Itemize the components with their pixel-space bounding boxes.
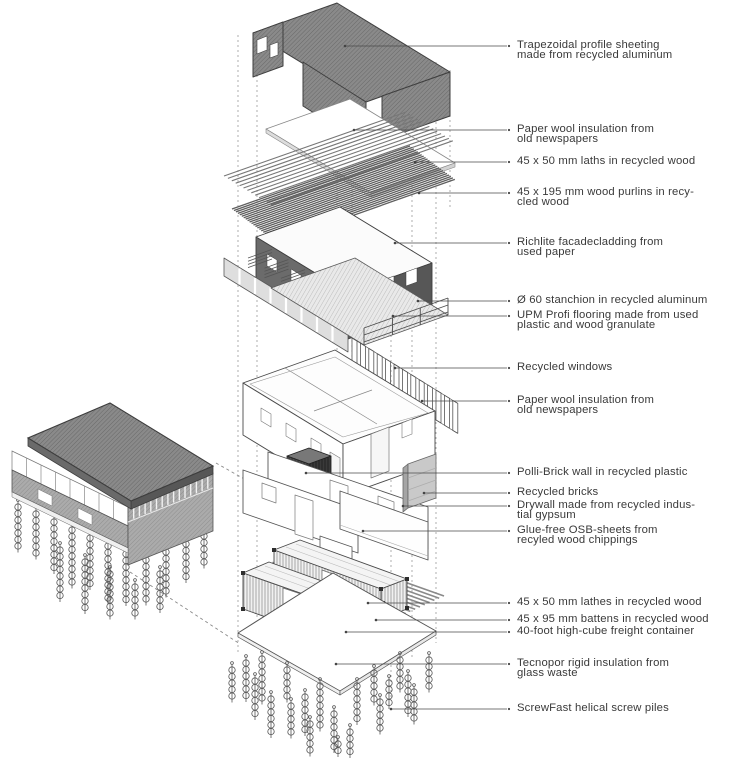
- screw-piles-building: [14, 498, 208, 620]
- assembly-projection-dashes: [129, 462, 247, 645]
- osb-sheets: [319, 490, 429, 562]
- roof-sheeting-layer: [252, 2, 451, 147]
- exploded-stack: [223, 2, 459, 758]
- leader-lines: [304, 44, 511, 711]
- screw-piles-center: [228, 650, 433, 758]
- tecnopor-plate: [237, 572, 437, 696]
- building-roof: [26, 402, 215, 510]
- building-walls: [11, 450, 214, 566]
- assembled-building: [11, 402, 215, 620]
- recycled-bricks-panel: [402, 453, 437, 513]
- roof-purlins-layer: [231, 145, 456, 243]
